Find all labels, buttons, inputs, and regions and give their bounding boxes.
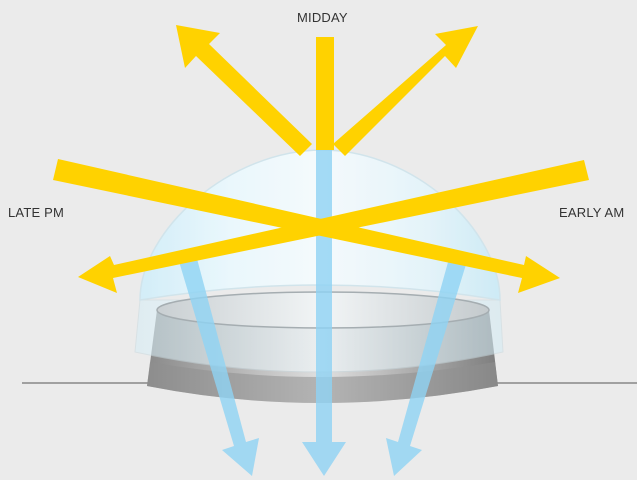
sun-ray-midday [316,37,334,150]
refracted-ray-left [178,255,259,476]
refracted-rays [178,150,468,476]
refracted-ray-right [386,255,468,476]
label-early-am: EARLY AM [559,205,625,220]
sun-rays [53,25,589,293]
sun-ray-early-am [53,159,560,293]
label-late-pm: LATE PM [8,205,65,220]
sun-ray-upper-right [333,26,478,156]
sun-ray-upper-left [176,25,312,156]
label-midday: MIDDAY [297,10,348,25]
refracted-ray-center [302,150,346,476]
